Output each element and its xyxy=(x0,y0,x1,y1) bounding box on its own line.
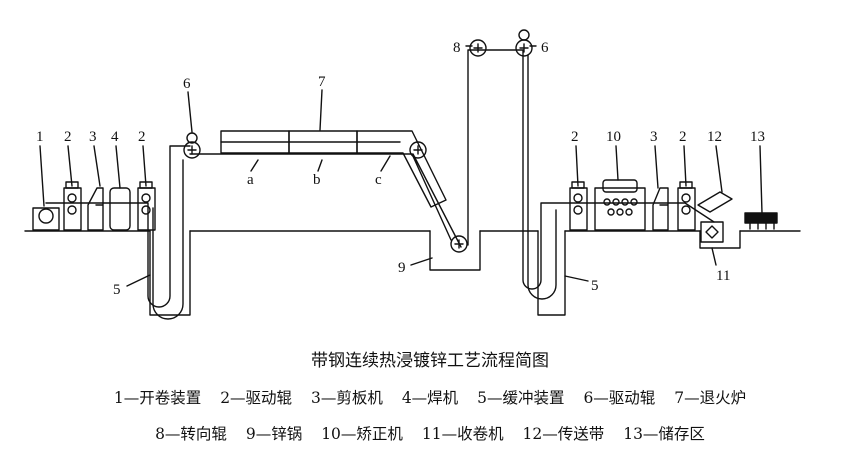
left-buffer-pit xyxy=(149,230,191,316)
label-2b: 2 xyxy=(138,129,146,145)
label-13: 13 xyxy=(750,129,765,145)
section-label-a: a xyxy=(247,172,254,188)
legend-item: 7—退火炉 xyxy=(674,389,747,407)
label-6a: 6 xyxy=(183,76,191,92)
label-8: 8 xyxy=(453,40,461,56)
label-3a: 3 xyxy=(89,129,97,145)
legend-item: 9—锌锅 xyxy=(245,425,303,443)
section-label-c: c xyxy=(375,172,382,188)
legend-item: 4—焊机 xyxy=(401,389,459,407)
label-2a: 2 xyxy=(64,129,72,145)
leveller xyxy=(594,187,646,231)
annealing-furnace-section-c xyxy=(356,130,447,208)
label-1: 1 xyxy=(36,129,44,145)
legend-item: 6—驱动辊 xyxy=(583,389,656,407)
coiler-pit xyxy=(699,230,741,249)
furnace-end-roll-icon xyxy=(409,141,427,159)
uncoiler-reel-icon xyxy=(38,208,54,224)
label-2c: 2 xyxy=(571,129,579,145)
legend-row-2: 8—转向辊 9—锌锅 10—矫正机 11—收卷机 12—传送带 13—储存区 xyxy=(0,422,860,444)
label-11: 11 xyxy=(716,268,730,284)
label-9: 9 xyxy=(398,260,406,276)
shear-1 xyxy=(87,187,104,231)
coiler xyxy=(700,221,724,243)
shear-2 xyxy=(652,187,669,231)
welder xyxy=(109,187,131,231)
legend-item: 1—开卷装置 xyxy=(113,389,202,407)
storage-area xyxy=(744,212,778,224)
legend-item: 3—剪板机 xyxy=(311,389,383,407)
legend-item: 12—传送带 xyxy=(522,425,605,443)
label-3b: 3 xyxy=(650,129,658,145)
label-4: 4 xyxy=(111,129,119,145)
zinc-pot xyxy=(429,230,481,271)
process-flow-diagram: 1 2 3 4 2 6 7 8 6 2 10 3 2 12 13 5 9 5 1… xyxy=(24,29,801,320)
legend-item: 10—矫正机 xyxy=(321,425,403,443)
uncoiler xyxy=(32,207,60,231)
legend-item: 13—储存区 xyxy=(623,425,705,443)
diagram-title: 带钢连续热浸镀锌工艺流程简图 xyxy=(311,351,549,371)
section-label-b: b xyxy=(313,172,321,188)
drive-roll-6-left xyxy=(186,132,198,144)
label-12: 12 xyxy=(707,129,722,145)
legend-row-1: 1—开卷装置 2—驱动辊 3—剪板机 4—焊机 5—缓冲装置 6—驱动辊 7—退… xyxy=(0,386,860,408)
turn-roll-left-icon xyxy=(183,141,201,159)
legend-item: 2—驱动辊 xyxy=(220,389,293,407)
label-2d: 2 xyxy=(679,129,687,145)
legend-item: 8—转向辊 xyxy=(155,425,227,443)
label-6b: 6 xyxy=(541,40,549,56)
right-buffer-pit xyxy=(537,230,566,316)
turn-roll-8-icon xyxy=(469,39,487,57)
strip-line xyxy=(45,49,715,308)
drive-roll-6-top xyxy=(518,29,530,41)
conveyor-belt xyxy=(697,191,733,213)
leader-lines xyxy=(39,45,763,287)
label-5a: 5 xyxy=(113,282,121,298)
legend-item: 5—缓冲装置 xyxy=(477,389,565,407)
strip-line-return xyxy=(152,54,557,320)
sink-roll-icon xyxy=(450,235,468,253)
label-10: 10 xyxy=(606,129,621,145)
label-5b: 5 xyxy=(591,278,599,294)
legend-item: 11—收卷机 xyxy=(421,425,504,443)
label-7: 7 xyxy=(318,74,326,90)
